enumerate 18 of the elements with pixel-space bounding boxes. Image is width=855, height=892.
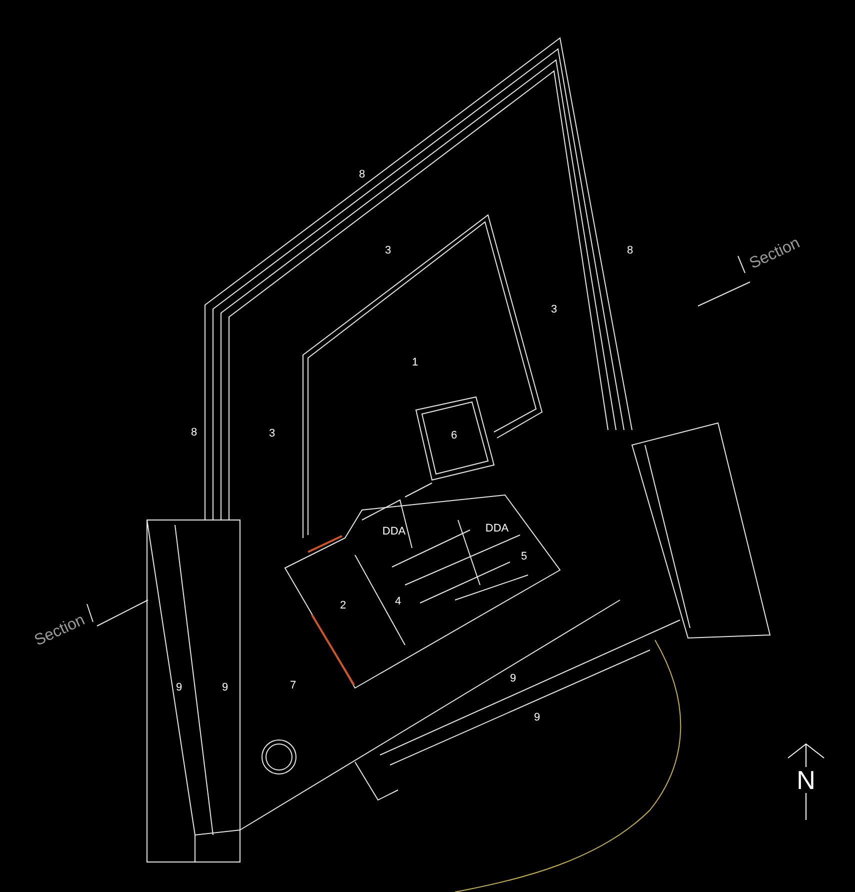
room-number: 2 — [340, 600, 346, 612]
room-number: 1 — [412, 358, 418, 368]
room-number: 6 — [450, 430, 458, 442]
room-number: 3 — [550, 304, 558, 316]
room-number: 5 — [520, 552, 528, 562]
room-number: 8 — [358, 170, 366, 180]
room-number: 8 — [626, 246, 634, 256]
room-number: 9 — [510, 674, 516, 684]
room-number: 4 — [394, 596, 402, 608]
room-number: 3 — [384, 246, 392, 256]
room-label: DDA — [382, 526, 406, 538]
room-number: 9 — [176, 682, 182, 694]
room-number: 8 — [190, 428, 198, 438]
room-number: 3 — [268, 428, 276, 440]
room-number: 9 — [222, 682, 228, 694]
room-number: 7 — [290, 680, 296, 692]
room-number: 9 — [534, 712, 540, 724]
room-label: DDA — [485, 524, 509, 534]
